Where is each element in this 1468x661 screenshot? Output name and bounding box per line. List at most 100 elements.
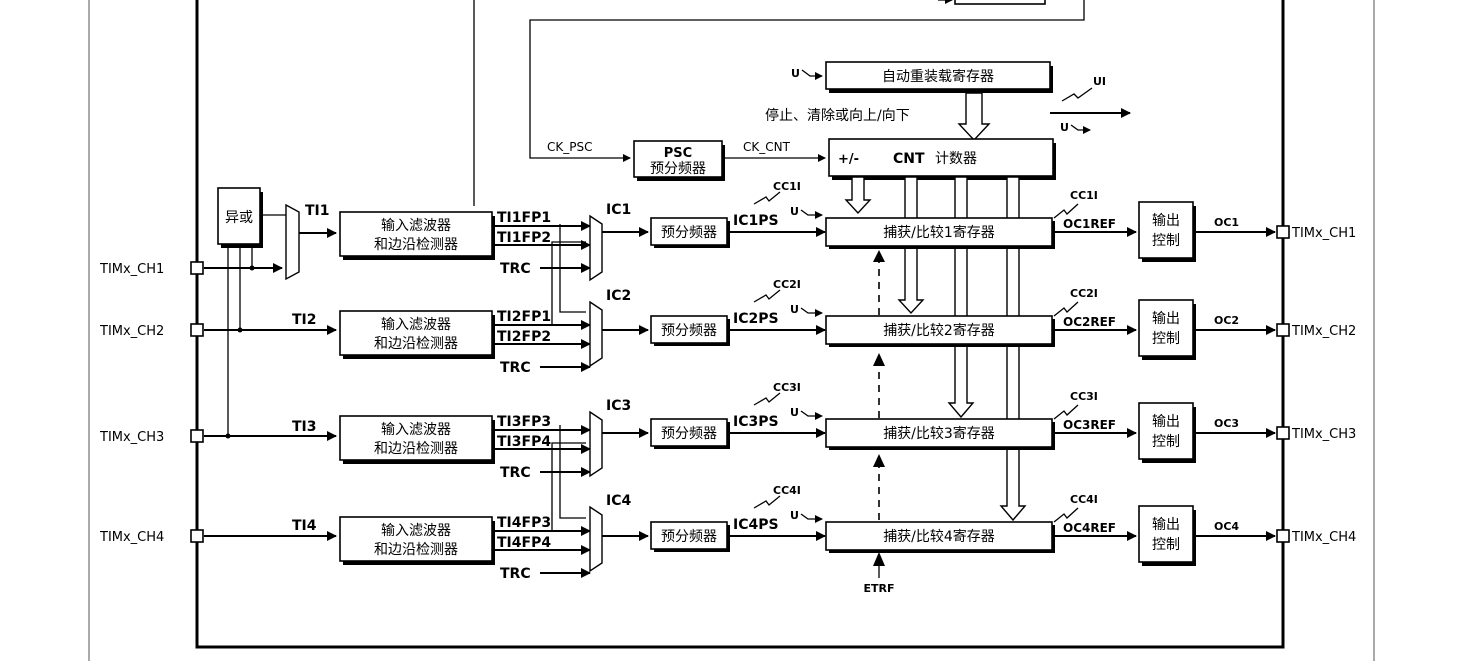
input-pin-label-2: TIMx_CH2 bbox=[99, 324, 164, 339]
cci-out-flag-1 bbox=[1053, 203, 1079, 219]
icps-label-2: IC2PS bbox=[733, 311, 779, 327]
capcmp-label-1: 捕获/比较1寄存器 bbox=[883, 224, 995, 241]
output-control-2 bbox=[1138, 299, 1194, 357]
ck-cnt-label: CK_CNT bbox=[743, 140, 791, 154]
ti1-label: TI1 bbox=[305, 203, 330, 219]
u-label-arr: U bbox=[791, 67, 800, 80]
trc-label-1: TRC bbox=[500, 261, 531, 277]
fp-b-label-3: TI3FP4 bbox=[497, 434, 551, 450]
output-ctrl-label-b-4: 控制 bbox=[1152, 537, 1180, 553]
cross-route-down-2 bbox=[559, 425, 586, 519]
output-control-3 bbox=[1138, 402, 1194, 460]
output-pin-3 bbox=[1276, 426, 1290, 440]
update-event-output: UI U bbox=[1050, 75, 1131, 134]
ic-label-2: IC2 bbox=[606, 288, 631, 304]
input-selector-2 bbox=[589, 300, 603, 368]
cross-coupling bbox=[551, 224, 586, 530]
cci-in-label-1: CC1I bbox=[773, 180, 801, 193]
output-pin-label-2: TIMx_CH2 bbox=[1291, 324, 1356, 339]
oc-label-4: OC4 bbox=[1214, 520, 1239, 533]
fp-a-label-4: TI4FP3 bbox=[497, 515, 551, 531]
cci-out-label-2: CC2I bbox=[1070, 287, 1098, 300]
filter-label-a-1: 输入滤波器 bbox=[381, 218, 451, 234]
cci-out-flag-2 bbox=[1053, 301, 1079, 317]
input-pin-label-1: TIMx_CH1 bbox=[99, 262, 164, 277]
filter-label-b-4: 和边沿检测器 bbox=[374, 542, 458, 558]
input-filter-1 bbox=[339, 211, 493, 257]
cci-in-flag-1 bbox=[753, 191, 781, 205]
cci-out-label-4: CC4I bbox=[1070, 493, 1098, 506]
oc-label-2: OC2 bbox=[1214, 314, 1239, 327]
u-in-label-3: U bbox=[790, 406, 799, 419]
output-pin-label-4: TIMx_CH4 bbox=[1291, 530, 1356, 545]
oc-label-1: OC1 bbox=[1214, 216, 1239, 229]
filter-label-b-1: 和边沿检测器 bbox=[374, 237, 458, 253]
input-pin-1 bbox=[190, 261, 204, 275]
filter-label-b-2: 和边沿检测器 bbox=[374, 336, 458, 352]
input-filter-3 bbox=[339, 415, 493, 461]
capcmp-register-2 bbox=[825, 315, 1053, 345]
ocref-label-2: OC2REF bbox=[1063, 315, 1116, 329]
ui-label: UI bbox=[1093, 75, 1106, 88]
icps-label-3: IC3PS bbox=[733, 414, 779, 430]
ti3-label: TI3 bbox=[292, 419, 317, 435]
auto-reload-register: 自动重装载寄存器 U bbox=[791, 61, 1053, 93]
cnt-title: CNT bbox=[893, 151, 925, 167]
cci-in-label-4: CC4I bbox=[773, 484, 801, 497]
cci-in-flag-2 bbox=[753, 289, 781, 303]
prescaler-label-4: 预分频器 bbox=[661, 529, 717, 545]
u-label-out: U bbox=[1060, 121, 1069, 134]
output-ctrl-label-b-3: 控制 bbox=[1152, 434, 1180, 450]
ocref-label-4: OC4REF bbox=[1063, 521, 1116, 535]
u-in-label-2: U bbox=[790, 303, 799, 316]
ti2-label: TI2 bbox=[292, 312, 317, 328]
capcmp-label-4: 捕获/比较4寄存器 bbox=[883, 528, 995, 545]
capcmp-register-1 bbox=[825, 217, 1053, 247]
cci-in-flag-4 bbox=[753, 495, 781, 509]
output-pin-label-3: TIMx_CH3 bbox=[1291, 427, 1356, 442]
cci-in-label-2: CC2I bbox=[773, 278, 801, 291]
prescaler-4 bbox=[650, 521, 728, 550]
arr-label: 自动重装载寄存器 bbox=[882, 68, 994, 85]
ic-label-1: IC1 bbox=[606, 202, 631, 218]
u-in-label-1: U bbox=[790, 205, 799, 218]
cross-route-down-1 bbox=[559, 224, 586, 313]
channels: TIMx_CH1TIMx_CH1输入滤波器和边沿检测器TI1FP1TI1FP2T… bbox=[99, 180, 1356, 582]
input-wiring: TI1 TI2 TI3 TI4 bbox=[204, 203, 337, 541]
fp-b-label-4: TI4FP4 bbox=[497, 535, 551, 551]
input-pin-3 bbox=[190, 429, 204, 443]
u-in-arrow-3 bbox=[800, 410, 823, 420]
cnt-subtitle: 计数器 bbox=[935, 151, 977, 167]
output-ctrl-label-a-1: 输出 bbox=[1152, 213, 1180, 229]
filter-label-a-4: 输入滤波器 bbox=[381, 523, 451, 539]
ic-label-3: IC3 bbox=[606, 398, 631, 414]
prescaler-2 bbox=[650, 315, 728, 344]
cci-out-label-1: CC1I bbox=[1070, 189, 1098, 202]
fp-b-label-1: TI1FP2 bbox=[497, 230, 551, 246]
input-filter-4 bbox=[339, 516, 493, 562]
clock-path: CK_PSC CK_CNT bbox=[473, 0, 1085, 206]
capcmp-label-2: 捕获/比较2寄存器 bbox=[883, 322, 995, 339]
output-pin-label-1: TIMx_CH1 bbox=[1291, 226, 1356, 241]
cross-route-up-1 bbox=[551, 241, 586, 324]
trc-label-2: TRC bbox=[500, 360, 531, 376]
trc-label-3: TRC bbox=[500, 465, 531, 481]
prescaler-label-1: 预分频器 bbox=[661, 225, 717, 241]
channel-1: TIMx_CH1TIMx_CH1输入滤波器和边沿检测器TI1FP1TI1FP2T… bbox=[99, 180, 1356, 282]
ocref-label-3: OC3REF bbox=[1063, 418, 1116, 432]
input-selector-1 bbox=[589, 214, 603, 282]
output-control-4 bbox=[1138, 505, 1194, 563]
fp-b-label-2: TI2FP2 bbox=[497, 329, 551, 345]
icps-label-4: IC4PS bbox=[733, 517, 779, 533]
cross-route-up-2 bbox=[551, 442, 586, 530]
output-ctrl-label-b-2: 控制 bbox=[1152, 331, 1180, 347]
cci-out-label-3: CC3I bbox=[1070, 390, 1098, 403]
fp-a-label-2: TI2FP1 bbox=[497, 309, 551, 325]
xor-label: 异或 bbox=[225, 210, 253, 226]
filter-label-a-3: 输入滤波器 bbox=[381, 422, 451, 438]
ocref-label-1: OC1REF bbox=[1063, 217, 1116, 231]
input-pin-label-3: TIMx_CH3 bbox=[99, 430, 164, 445]
cci-in-label-3: CC3I bbox=[773, 381, 801, 394]
